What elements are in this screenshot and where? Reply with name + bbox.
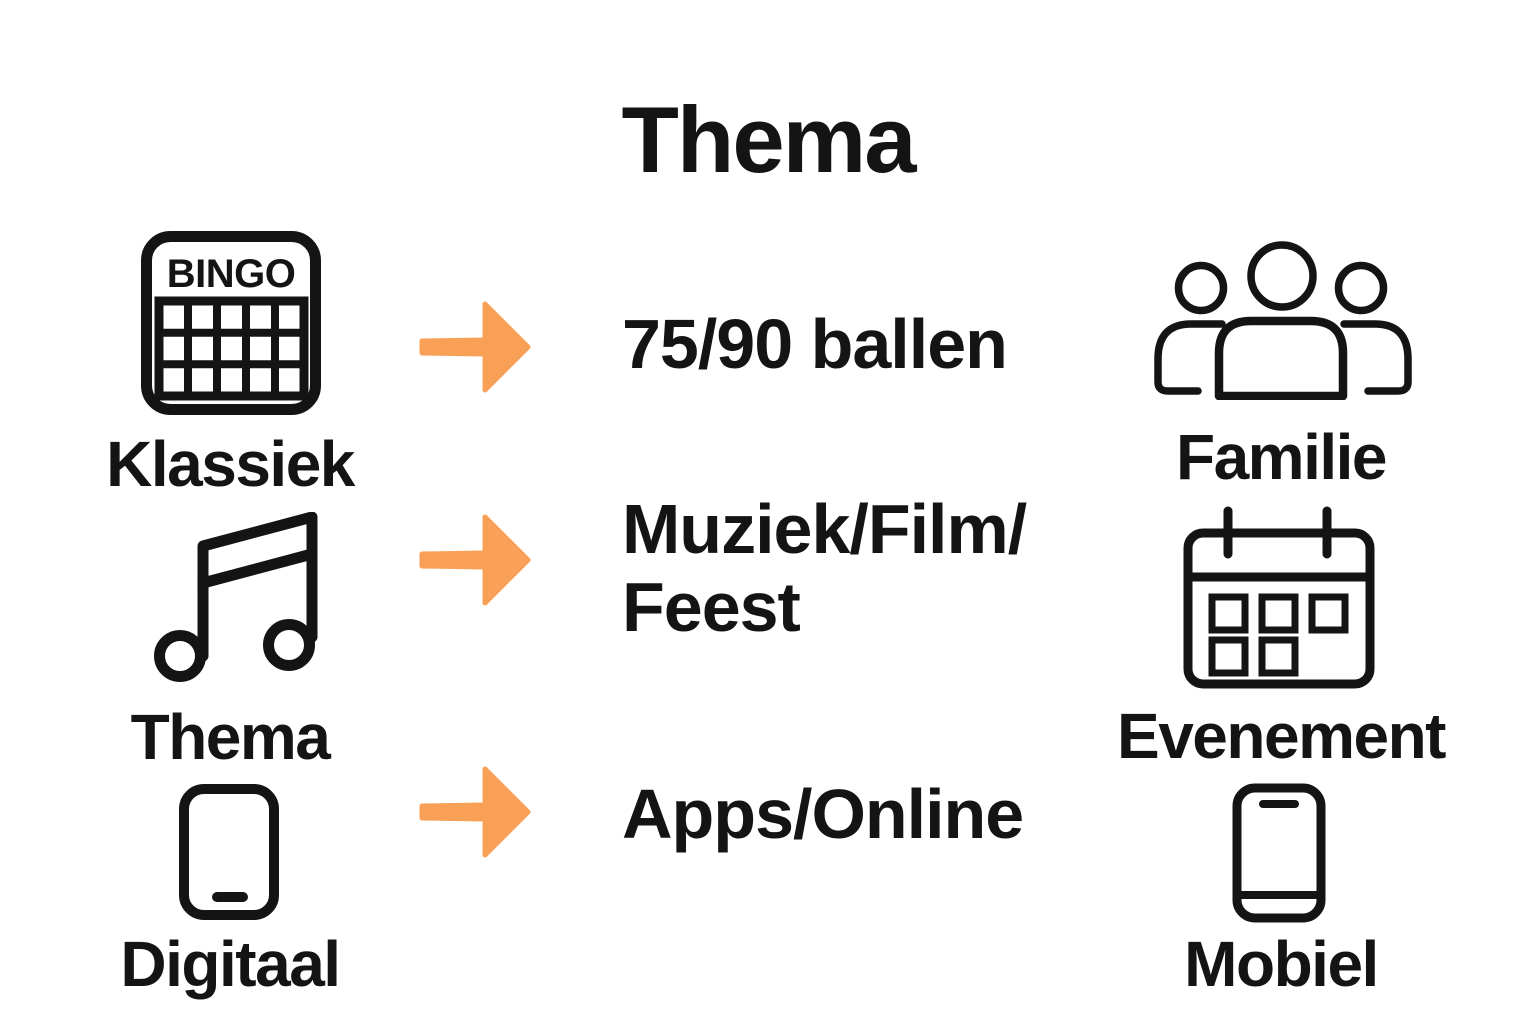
right-arrow-shape <box>419 766 531 858</box>
label-mobiel: Mobiel <box>1184 928 1379 1000</box>
right-arrow-icon <box>419 514 531 606</box>
label-digitaal: Digitaal <box>120 928 341 1000</box>
tablet-icon <box>179 784 279 920</box>
label-thema: Thema <box>130 701 331 773</box>
right-arrow-shape <box>419 514 531 606</box>
bingo-card-text: BINGO <box>167 252 296 296</box>
row-text-apps: Apps/Online <box>622 775 1024 853</box>
music-note-icon <box>154 512 318 682</box>
row-text-ballen: 75/90 ballen <box>622 305 1008 383</box>
calendar-icon <box>1183 506 1375 689</box>
page-title: Thema <box>621 87 917 192</box>
right-arrow-icon <box>419 766 531 858</box>
smartphone-icon <box>1232 783 1326 923</box>
right-arrow-icon <box>419 301 531 393</box>
right-arrow-shape <box>419 301 531 393</box>
row-text-muziek: Muziek/Film/ Feest <box>622 490 1027 646</box>
label-familie: Familie <box>1175 421 1388 493</box>
bingo-card-icon: BINGO <box>141 231 321 415</box>
label-klassiek: Klassiek <box>106 428 355 500</box>
label-evenement: Evenement <box>1117 700 1446 772</box>
family-group-icon <box>1154 241 1412 400</box>
